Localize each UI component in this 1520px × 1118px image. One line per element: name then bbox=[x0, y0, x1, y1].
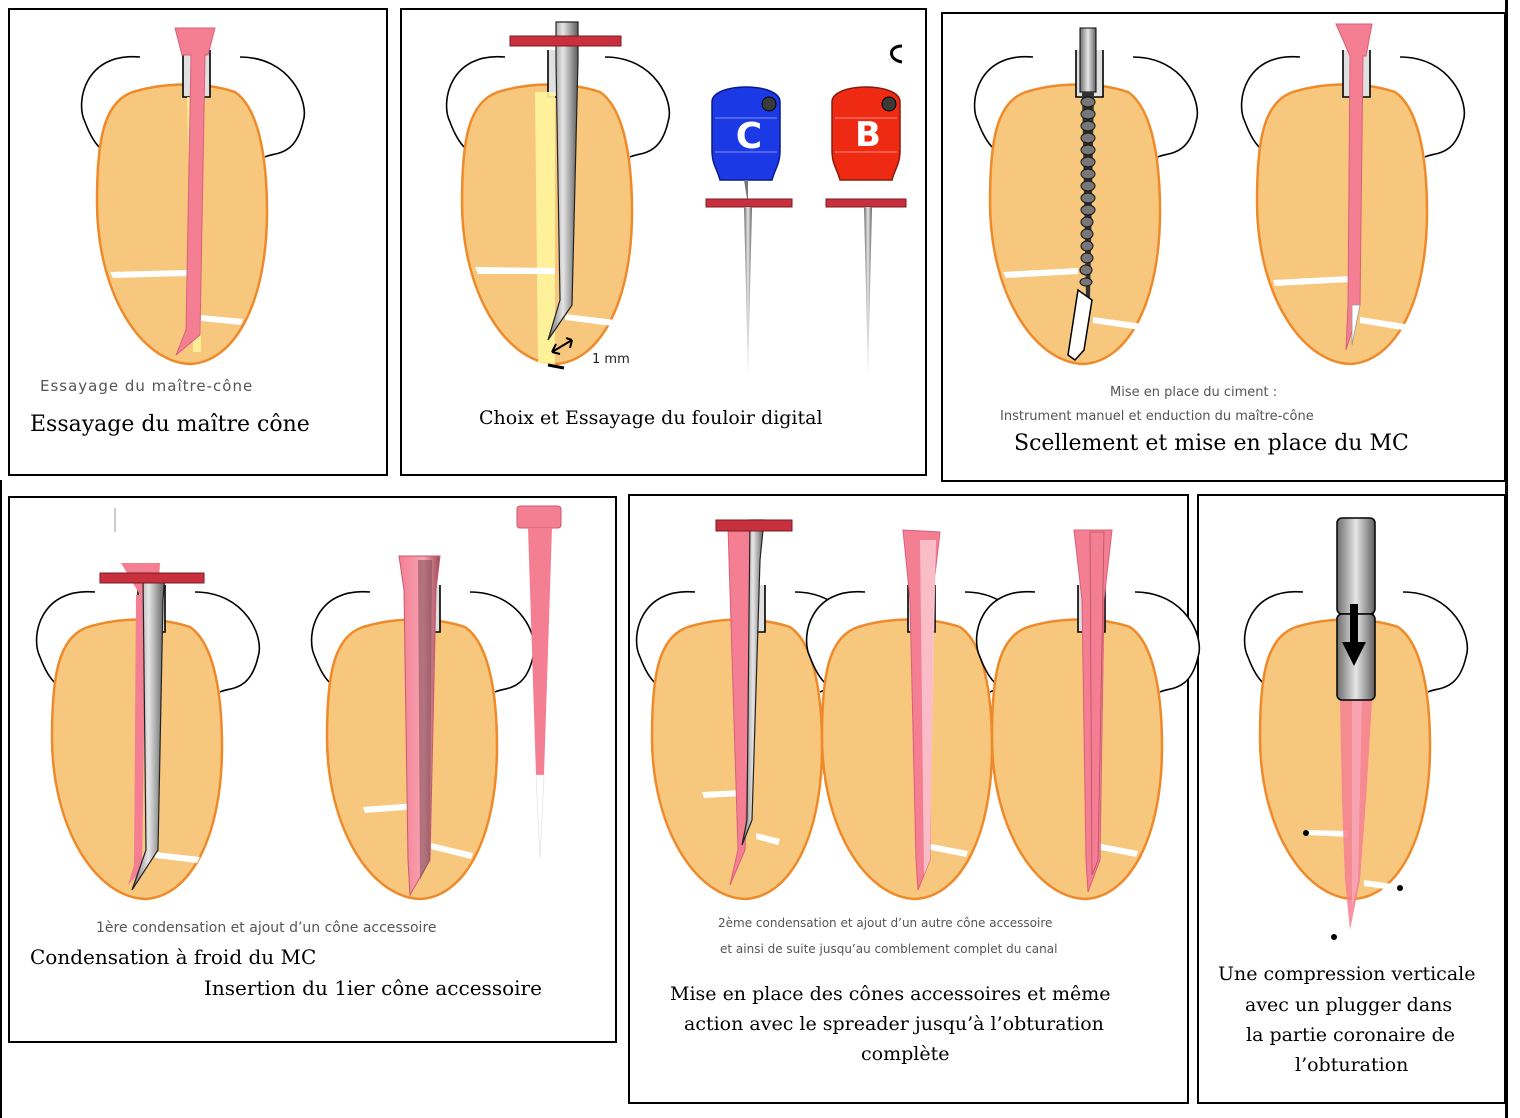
handle-letter-b: B bbox=[855, 115, 881, 155]
spreader-b-handle: B bbox=[826, 87, 906, 375]
accessory-cone bbox=[517, 506, 561, 858]
p5-label-line1: 2ème condensation et ajout d’un autre cô… bbox=[718, 916, 1052, 930]
p6-caption-line2: avec un plugger dans bbox=[1245, 994, 1452, 1016]
p4-diagram-label: 1ère condensation et ajout d’un cône acc… bbox=[96, 920, 437, 936]
p3-label-line2: Instrument manuel et enduction du maître… bbox=[1000, 409, 1314, 424]
handle-letter-c: C bbox=[736, 116, 762, 157]
spreader-c-handle: C bbox=[706, 87, 792, 375]
p2-measure-label: 1 mm bbox=[592, 352, 630, 367]
p3-label-line1: Mise en place du ciment : bbox=[1110, 385, 1277, 400]
p5-caption-line3: complète bbox=[861, 1043, 949, 1065]
p1-diagram-label: Essayage du maître-cône bbox=[40, 377, 253, 395]
p3-caption: Scellement et mise en place du MC bbox=[1014, 431, 1409, 456]
p4-caption-line2: Insertion du 1ier cône accessoire bbox=[204, 976, 542, 1000]
plugger bbox=[1337, 518, 1375, 700]
p6-caption-line4: l’obturation bbox=[1295, 1054, 1408, 1076]
p2-caption: Choix et Essayage du fouloir digital bbox=[479, 407, 823, 429]
p5-caption-line2: action avec le spreader jusqu’à l’obtura… bbox=[684, 1013, 1104, 1035]
p6-caption-line3: la partie coronaire de bbox=[1246, 1024, 1455, 1046]
partial-handle-arc bbox=[892, 46, 903, 62]
p4-caption-line1: Condensation à froid du MC bbox=[30, 945, 316, 969]
p1-caption: Essayage du maître cône bbox=[30, 412, 310, 437]
p5-label-line2: et ainsi de suite jusqu’au comblement co… bbox=[720, 942, 1057, 956]
p6-caption-line1: Une compression verticale bbox=[1218, 963, 1475, 985]
p5-caption-line1: Mise en place des cônes accessoires et m… bbox=[670, 983, 1111, 1005]
